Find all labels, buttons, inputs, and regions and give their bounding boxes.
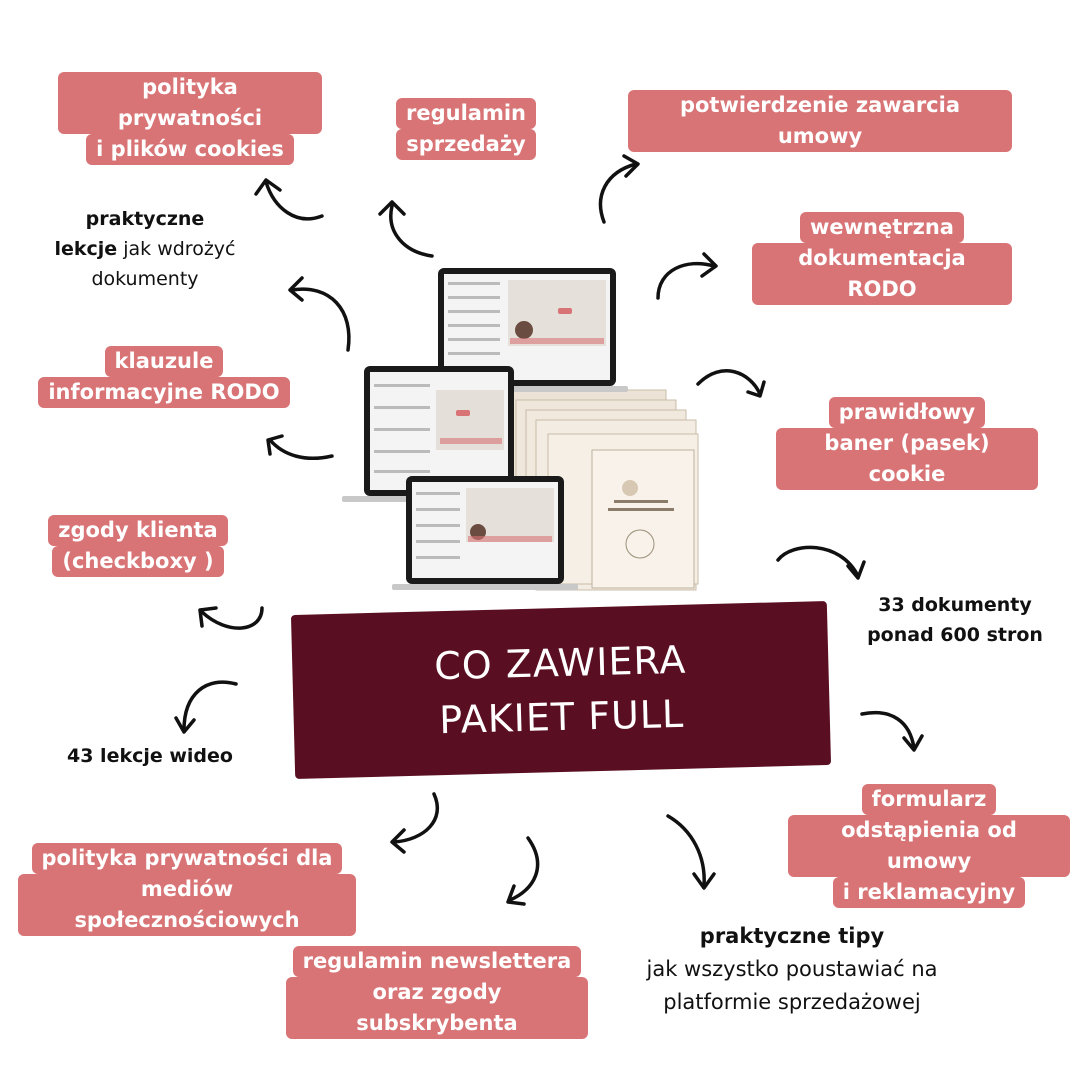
hand-drawn-arrow-icon	[254, 178, 324, 221]
tag-withdrawal-form-line1: formularz	[861, 784, 997, 815]
hand-drawn-arrow-icon	[266, 434, 334, 460]
laptop-left-illustration	[342, 366, 536, 502]
tag-cookie-banner-line1: prawidłowy	[828, 397, 986, 428]
tag-privacy-cookies-line2: i plików cookies	[86, 134, 294, 165]
laptop-front-illustration	[392, 476, 578, 590]
tag-privacy-cookies: polityka prywatności i plików cookies	[58, 72, 322, 165]
tag-info-clauses: klauzule informacyjne RODO	[38, 346, 290, 408]
tag-newsletter-terms-line2: oraz zgody subskrybenta	[286, 977, 588, 1039]
tag-info-clauses-line2: informacyjne RODO	[38, 377, 290, 408]
text-documents-count: 33 dokumenty ponad 600 stron	[850, 590, 1060, 650]
devices-mockup-illustration	[342, 268, 699, 591]
tag-privacy-cookies-line1: polityka prywatności	[58, 72, 322, 134]
text-video-lessons: 43 lekcje wideo	[40, 741, 260, 771]
tag-cookie-banner-line2: baner (pasek) cookie	[776, 428, 1038, 490]
practical-lessons-bold1: praktyczne	[85, 208, 205, 230]
tag-sales-terms-line1: regulamin	[396, 98, 536, 129]
practical-lessons-rest: jak wdrożyć	[117, 238, 236, 260]
tag-client-consents-line2: (checkboxy )	[52, 546, 224, 577]
tag-social-privacy: polityka prywatności dla mediów społeczn…	[18, 843, 356, 936]
practical-lessons-line3: dokumenty	[91, 268, 199, 290]
tag-info-clauses-line1: klauzule	[104, 346, 224, 377]
tag-sales-terms: regulamin sprzedaży	[396, 98, 536, 160]
tag-client-consents-line1: zgody klienta	[48, 515, 228, 546]
documents-count-line1: 33 dokumenty	[878, 594, 1032, 616]
hand-drawn-arrow-icon	[776, 545, 866, 580]
hand-drawn-arrow-icon	[288, 276, 351, 352]
tag-newsletter-terms: regulamin newslettera oraz zgody subskry…	[286, 946, 588, 1039]
practical-lessons-bold2: lekcje	[54, 238, 118, 260]
hand-drawn-arrow-icon	[390, 792, 440, 854]
laptop-back-illustration	[426, 268, 628, 392]
tag-social-privacy-line2: mediów społecznościowych	[18, 874, 356, 936]
tag-sales-terms-line2: sprzedaży	[396, 129, 536, 160]
text-practical-tips: praktyczne tipy jak wszystko poustawiać …	[612, 920, 972, 1019]
practical-tips-line2: jak wszystko poustawiać na	[646, 957, 938, 981]
tag-contract-confirmation-line1: potwierdzenie zawarcia umowy	[628, 90, 1012, 152]
tag-cookie-banner: prawidłowy baner (pasek) cookie	[776, 397, 1038, 490]
hand-drawn-arrow-icon	[506, 836, 540, 906]
hand-drawn-arrow-icon	[666, 814, 716, 890]
tag-withdrawal-form: formularz odstąpienia od umowy i reklama…	[788, 784, 1070, 908]
tag-withdrawal-form-line3: i reklamacyjny	[832, 877, 1026, 908]
hand-drawn-arrow-icon	[598, 154, 640, 224]
video-lessons-line1: 43 lekcje wideo	[67, 745, 233, 767]
tag-client-consents: zgody klienta (checkboxy )	[48, 515, 228, 577]
practical-tips-line3: platformie sprzedażowej	[663, 990, 921, 1014]
hand-drawn-arrow-icon	[656, 252, 718, 300]
hand-drawn-arrow-icon	[174, 680, 238, 734]
tag-social-privacy-line1: polityka prywatności dla	[31, 843, 343, 874]
hand-drawn-arrow-icon	[378, 200, 434, 258]
documents-count-line2: ponad 600 stron	[867, 624, 1043, 646]
hand-drawn-arrow-icon	[860, 710, 924, 752]
hand-drawn-arrow-icon	[198, 606, 264, 630]
text-practical-lessons: praktyczne lekcje jak wdrożyć dokumenty	[30, 204, 260, 294]
tag-newsletter-terms-line1: regulamin newslettera	[292, 946, 582, 977]
tag-contract-confirmation: potwierdzenie zawarcia umowy	[628, 90, 1012, 152]
tag-internal-rodo: wewnętrzna dokumentacja RODO	[752, 212, 1012, 305]
hand-drawn-arrow-icon	[696, 369, 766, 398]
tag-internal-rodo-line1: wewnętrzna	[800, 212, 964, 243]
tag-withdrawal-form-line2: odstąpienia od umowy	[788, 815, 1070, 877]
practical-tips-bold: praktyczne tipy	[699, 924, 885, 948]
tag-internal-rodo-line2: dokumentacja RODO	[752, 243, 1012, 305]
